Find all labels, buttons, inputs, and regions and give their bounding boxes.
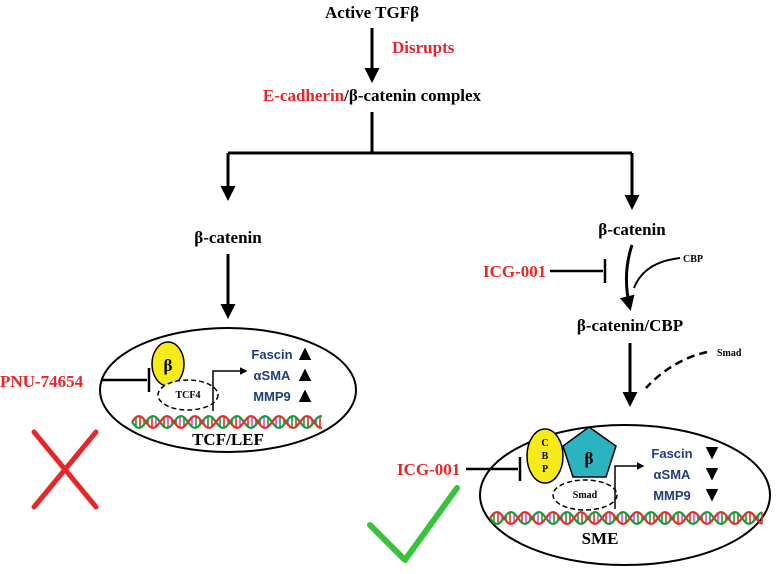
complex-label: E-cadherin/β-catenin complex (263, 86, 482, 105)
right-nucleus: C B P β Smad Fascin αSMA MMP9 SME (479, 424, 771, 566)
left-transcription-arrow (212, 367, 248, 411)
right-arrow-to-complex (619, 244, 635, 311)
cbp-join-arrow (633, 257, 681, 289)
smad-oval (552, 479, 618, 511)
icg-001-nucleus-label: ICG-001 (397, 460, 460, 479)
sme-label: SME (582, 529, 619, 548)
right-transcription-arrow (614, 462, 645, 509)
dna-strand (489, 511, 763, 525)
beta-catenin-cbp-label: β-catenin/CBP (577, 316, 683, 335)
cbp-letter-p: P (542, 464, 548, 475)
dna-strand (131, 415, 322, 429)
left-gene-asma: αSMA (254, 368, 291, 383)
right-gene-fascin: Fascin (651, 446, 692, 461)
tcf4-label: TCF4 (176, 390, 201, 401)
dna-strand (131, 415, 322, 429)
check-icon (367, 485, 460, 563)
cross-icon (31, 429, 99, 510)
left-beta-symbol: β (164, 356, 173, 375)
cbp-letter-b: B (542, 451, 549, 462)
right-gene-mmp9: MMP9 (653, 488, 691, 503)
branch-connector (220, 112, 640, 210)
sme-dna-helix (489, 511, 763, 525)
right-beta-catenin-label: β-catenin (598, 220, 666, 239)
smad-label: Smad (717, 348, 742, 359)
disrupts-label: Disrupts (392, 38, 455, 57)
smad-dashed-arrow (645, 350, 708, 389)
right-gene-asma: αSMA (654, 467, 691, 482)
active-tgfb-label: Active TGFβ (325, 3, 419, 22)
tcf-lef-label: TCF/LEF (192, 430, 264, 449)
beta-catenin-pentagon (562, 426, 617, 478)
left-beta-catenin-label: β-catenin (194, 228, 262, 247)
left-gene-fascin: Fascin (251, 347, 292, 362)
pnu-inhibition-bar (101, 368, 151, 392)
dna-strand (489, 511, 763, 525)
complex-label-rest: /β-catenin complex (343, 86, 481, 105)
tcf-lef-dna-helix (131, 415, 322, 429)
left-gene-mmp9: MMP9 (253, 389, 291, 404)
ecadherin-label: E-cadherin (263, 86, 345, 105)
icg-nucleus-inhibition-bar (466, 457, 522, 481)
smad-small-label: Smad (573, 490, 598, 501)
cbp-oval (526, 428, 564, 484)
left-nucleus: β TCF4 Fascin αSMA MMP9 TCF/LEF (99, 327, 357, 453)
icg-top-inhibition-bar (550, 259, 607, 283)
tcf4-oval (157, 379, 219, 411)
cbp-letter-c: C (541, 438, 548, 449)
icg-001-top-label: ICG-001 (483, 262, 546, 281)
right-beta-symbol: β (585, 449, 594, 468)
pnu-74654-label: PNU-74654 (0, 372, 84, 391)
cbp-label: CBP (683, 254, 703, 265)
